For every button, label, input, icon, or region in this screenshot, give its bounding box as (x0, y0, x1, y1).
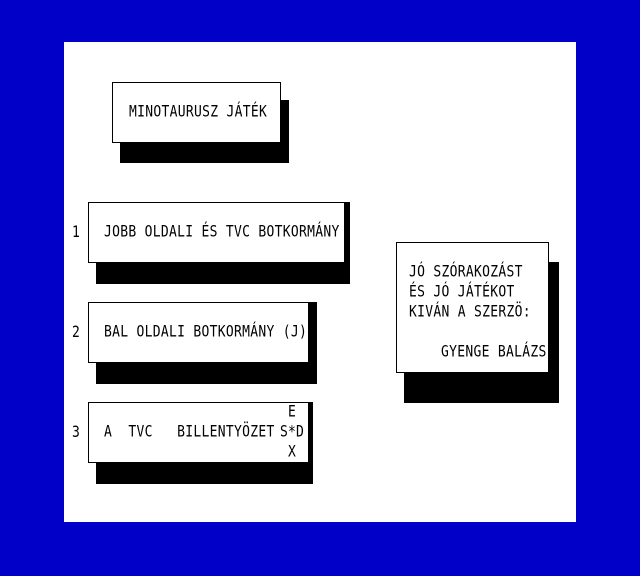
game-title: MINOTAURUSZ JÁTÉK (129, 102, 268, 122)
game-screen: MINOTAURUSZ JÁTÉK 1 JOBB OLDALI ÉS TVC B… (64, 42, 576, 522)
message-line-3: KIVÁN A SZERZÖ: (409, 302, 531, 322)
option-1-number: 1 (72, 223, 80, 242)
option-3-label: A TVC BILLENTYÖZET (104, 422, 275, 442)
message-line-1: JÓ SZÓRAKOZÁST (409, 262, 523, 282)
title-box: MINOTAURUSZ JÁTÉK (112, 82, 281, 143)
option-2-joystick-left[interactable]: BAL OLDALI BOTKORMÁNY (J) (88, 302, 309, 363)
option-2-number: 2 (72, 323, 80, 342)
option-2-label: BAL OLDALI BOTKORMÁNY (J) (104, 322, 308, 342)
key-left: S (280, 422, 289, 442)
option-3-number: 3 (72, 423, 80, 442)
option-3-keyboard[interactable]: A TVC BILLENTYÖZET E S * D X (88, 402, 309, 463)
message-box: JÓ SZÓRAKOZÁST ÉS JÓ JÁTÉKOT KIVÁN A SZE… (396, 242, 549, 373)
option-1-label: JOBB OLDALI ÉS TVC BOTKORMÁNY (104, 222, 340, 242)
message-line-2: ÉS JÓ JÁTÉKOT (409, 282, 515, 302)
author-name: GYENGE BALÁZS (441, 342, 547, 362)
key-up: E (288, 402, 297, 422)
key-down: X (288, 442, 297, 462)
key-right: D (296, 422, 305, 442)
key-center: * (288, 422, 297, 442)
option-1-joystick-right[interactable]: JOBB OLDALI ÉS TVC BOTKORMÁNY (88, 202, 345, 263)
